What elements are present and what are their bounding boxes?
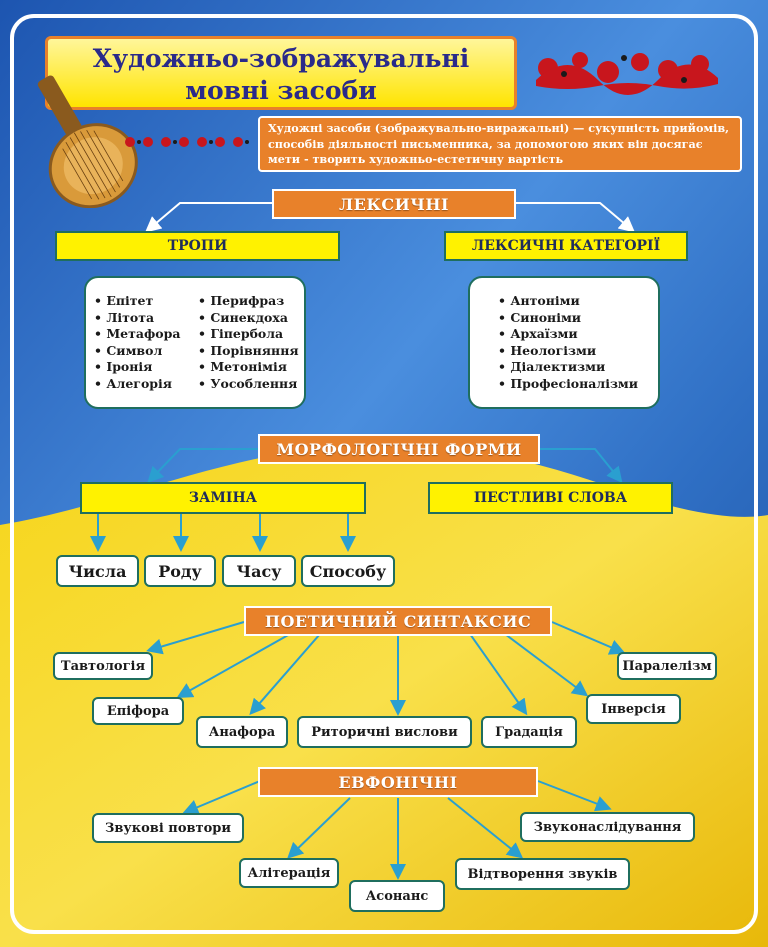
- syntax-inversion: Інверсія: [586, 694, 681, 724]
- syntax-rhetorical: Риторичні вислови: [297, 716, 472, 748]
- euphonic-heading: ЕВФОНІЧНІ: [258, 767, 538, 797]
- replacement-tense: Часу: [222, 555, 296, 587]
- syntax-anaphora: Анафора: [196, 716, 288, 748]
- list-item: Алегорія: [94, 376, 180, 393]
- tropes-list: Епітет Літота Метафора Символ Іронія Але…: [84, 276, 306, 409]
- tropes-col-1: Епітет Літота Метафора Символ Іронія Але…: [94, 293, 180, 392]
- lexical-categories-list: Антоніми Синоніми Архаїзми Неологізми Ді…: [468, 276, 660, 409]
- syntax-heading: ПОЕТИЧНИЙ СИНТАКСИС: [244, 606, 552, 636]
- page-frame: [10, 14, 758, 934]
- replacement-heading: ЗАМІНА: [80, 482, 366, 514]
- replacement-gender: Роду: [144, 555, 216, 587]
- list-item: Архаїзми: [498, 326, 638, 343]
- list-item: Уособлення: [198, 376, 299, 393]
- list-item: Діалектизми: [498, 359, 638, 376]
- categories-col: Антоніми Синоніми Архаїзми Неологізми Ді…: [498, 293, 638, 392]
- syntax-tautology: Тавтологія: [53, 652, 153, 680]
- list-item: Антоніми: [498, 293, 638, 310]
- list-item: Гіпербола: [198, 326, 299, 343]
- list-item: Іронія: [94, 359, 180, 376]
- list-item: Епітет: [94, 293, 180, 310]
- list-item: Символ: [94, 343, 180, 360]
- title-line-2: мовні засоби: [185, 76, 377, 105]
- list-item: Порівняння: [198, 343, 298, 360]
- euphonic-sound-repetitions: Звукові повтори: [92, 813, 244, 843]
- euphonic-assonance: Асонанс: [349, 880, 445, 912]
- syntax-gradation: Градація: [481, 716, 577, 748]
- definition-box: Художні засоби (зображувально-виражальні…: [258, 116, 742, 172]
- title-line-1: Художньо-зображувальні: [92, 44, 470, 73]
- list-item: Літота: [94, 310, 180, 327]
- euphonic-onomatopoeia: Звуконаслідування: [520, 812, 695, 842]
- replacement-number: Числа: [56, 555, 139, 587]
- morphological-heading: МОРФОЛОГІЧНІ ФОРМИ: [258, 434, 540, 464]
- tropes-heading: ТРОПИ: [55, 231, 340, 261]
- list-item: Синоніми: [498, 310, 638, 327]
- list-item: Професіоналізми: [498, 376, 638, 393]
- embroidery-ornament: [536, 52, 718, 95]
- embroidery-strip: [125, 137, 249, 147]
- diminutive-words-heading: ПЕСТЛИВІ СЛОВА: [428, 482, 673, 514]
- title-banner: Художньо-зображувальні мовні засоби: [45, 36, 517, 110]
- lexical-categories-heading: ЛЕКСИЧНІ КАТЕГОРІЇ: [444, 231, 688, 261]
- lexical-heading: ЛЕКСИЧНІ: [272, 189, 516, 219]
- list-item: Неологізми: [498, 343, 638, 360]
- list-item: Метафора: [94, 326, 180, 343]
- euphonic-sound-reproduction: Відтворення звуків: [455, 858, 630, 890]
- euphonic-alliteration: Алітерація: [239, 858, 339, 888]
- list-item: Синекдоха: [198, 310, 299, 327]
- list-item: Перифраз: [198, 293, 299, 310]
- list-item: Метонімія: [198, 359, 299, 376]
- syntax-parallelism: Паралелізм: [617, 652, 717, 680]
- tropes-col-2: Перифраз Синекдоха Гіпербола Порівняння …: [198, 293, 299, 393]
- syntax-epiphora: Епіфора: [92, 697, 184, 725]
- replacement-mood: Способу: [301, 555, 395, 587]
- definition-text: Художні засоби (зображувально-виражальні…: [268, 121, 730, 166]
